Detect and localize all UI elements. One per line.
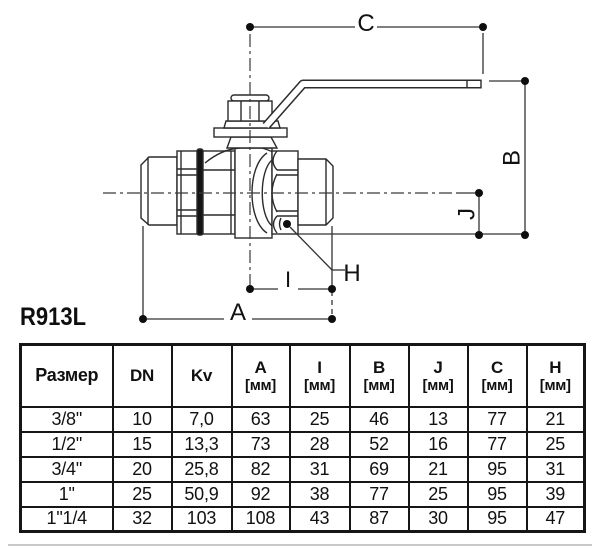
- table-cell: 77: [466, 430, 528, 458]
- column-header: J[мм]: [407, 343, 469, 408]
- table-cell: 32: [111, 505, 173, 533]
- table-cell: 21: [525, 405, 586, 433]
- column-header: H[мм]: [525, 343, 586, 408]
- table-cell: 69: [348, 455, 410, 483]
- table-cell: 38: [288, 480, 351, 508]
- table-cell: 31: [288, 455, 351, 483]
- dimension-label-b: B: [499, 150, 526, 166]
- table-cell: 25: [111, 480, 173, 508]
- table-cell: 47: [525, 505, 586, 533]
- dimension-label-i: I: [285, 267, 291, 292]
- dimension-label-a: A: [230, 299, 246, 326]
- table-cell: 95: [466, 455, 528, 483]
- table-cell: 28: [288, 430, 351, 458]
- table-cell: 43: [288, 505, 351, 533]
- dimension-labels: C B J H I A: [230, 10, 526, 326]
- table-cell: 39: [525, 480, 586, 508]
- valve-body: [140, 94, 334, 239]
- dimension-label-c: C: [357, 10, 374, 37]
- table-cell: 108: [230, 505, 291, 533]
- table-cell: 16: [407, 430, 469, 458]
- column-header: DN: [111, 343, 173, 408]
- table-cell: 10: [111, 405, 173, 433]
- table-cell: 46: [348, 405, 410, 433]
- table-cell: 25,8: [170, 455, 233, 483]
- table-cell: 30: [407, 505, 469, 533]
- product-code: R913L: [20, 303, 87, 331]
- table-cell: 13,3: [170, 430, 233, 458]
- table-cell: 95: [466, 505, 528, 533]
- dimension-lines: [142, 26, 526, 320]
- table-cell: 103: [170, 505, 233, 533]
- table-cell: 82: [230, 455, 291, 483]
- column-header: B[мм]: [348, 343, 410, 408]
- valve-handle: [262, 79, 482, 129]
- table-cell: 31: [525, 455, 586, 483]
- table-cell: 50,9: [170, 480, 233, 508]
- table-cell: 1/2": [19, 430, 114, 458]
- table-cell: 3/4": [19, 455, 114, 483]
- centerlines: [103, 34, 456, 289]
- table-cell: 20: [111, 455, 173, 483]
- table-cell: 1": [19, 480, 114, 508]
- valve-diagram: C B J H I A: [103, 10, 529, 326]
- column-header: Kv: [170, 343, 233, 408]
- table-cell: 3/8": [19, 405, 114, 433]
- table-cell: 25: [407, 480, 469, 508]
- table-cell: 15: [111, 430, 173, 458]
- dimension-dots: [139, 23, 529, 323]
- table-cell: 92: [230, 480, 291, 508]
- table-cell: 21: [407, 455, 469, 483]
- column-header: Размер: [19, 343, 114, 408]
- column-header: I[мм]: [288, 343, 351, 408]
- dimension-label-j: J: [454, 208, 481, 220]
- table-cell: 52: [348, 430, 410, 458]
- table-cell: 1"1/4: [19, 505, 114, 533]
- table-cell: 73: [230, 430, 291, 458]
- table-cell: 95: [466, 480, 528, 508]
- dimension-label-h: H: [343, 260, 360, 287]
- table-cell: 25: [525, 430, 586, 458]
- table-cell: 13: [407, 405, 469, 433]
- column-header: A[мм]: [230, 343, 291, 408]
- page-edge-line: [8, 544, 592, 546]
- table-cell: 77: [348, 480, 410, 508]
- column-header: C[мм]: [466, 343, 528, 408]
- table-cell: 87: [348, 505, 410, 533]
- table-cell: 25: [288, 405, 351, 433]
- table-cell: 63: [230, 405, 291, 433]
- table-cell: 7,0: [170, 405, 233, 433]
- table-cell: 77: [466, 405, 528, 433]
